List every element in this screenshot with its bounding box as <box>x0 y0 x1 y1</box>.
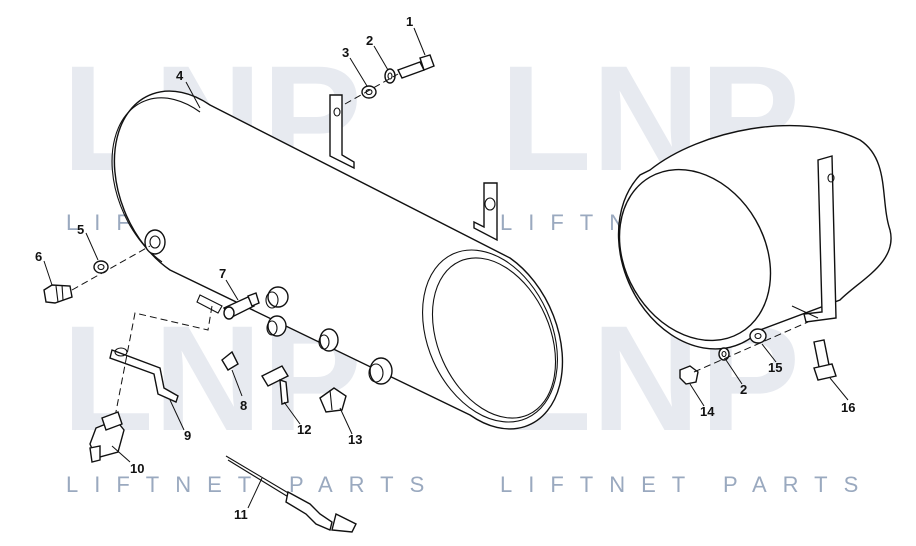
callout-1: 1 <box>406 14 413 29</box>
callout-7: 7 <box>219 266 226 281</box>
callout-8: 8 <box>240 398 247 413</box>
callout-16: 16 <box>841 400 855 415</box>
callout-10: 10 <box>130 461 144 476</box>
washer-part-5 <box>93 260 109 274</box>
valve-part-7 <box>222 292 260 320</box>
flat-washer-part-3 <box>361 85 377 99</box>
fitting-centerline <box>71 245 151 291</box>
callout-2-detail: 2 <box>740 382 747 397</box>
callout-11: 11 <box>234 507 248 522</box>
tank-bracket-rear <box>473 182 498 242</box>
detail-bracket <box>791 155 837 323</box>
bracket-part-9 <box>109 347 179 403</box>
drain-cock-part-12 <box>261 365 289 405</box>
cable-part-11 <box>225 455 357 533</box>
fitting-part-13 <box>319 387 347 413</box>
callout-12: 12 <box>297 422 311 437</box>
callout-3: 3 <box>342 45 349 60</box>
air-tank <box>111 90 564 430</box>
cap-upper <box>265 286 289 309</box>
cap-large <box>368 357 393 385</box>
cap-middle <box>266 315 287 337</box>
callout-15: 15 <box>768 360 782 375</box>
bolt-centerline <box>344 73 399 105</box>
nut-part-14 <box>679 365 699 385</box>
lockwasher-part-2-detail <box>718 347 730 361</box>
callout-13: 13 <box>348 432 362 447</box>
tank-bracket-front <box>329 94 355 170</box>
callout-5: 5 <box>77 222 84 237</box>
callout-6: 6 <box>35 249 42 264</box>
drain-line-centerline <box>113 305 213 423</box>
cap-right <box>318 328 339 352</box>
callout-9: 9 <box>184 428 191 443</box>
washer-part-15 <box>749 328 767 344</box>
bolt-part-16 <box>813 339 837 381</box>
detail-bolt-centerline <box>693 321 809 373</box>
leader-lines <box>43 27 849 509</box>
callout-4: 4 <box>176 68 184 83</box>
plug-part-8 <box>221 350 239 371</box>
watermark-text-bottom-left: LIFTNET PARTS <box>66 472 440 497</box>
callout-2-top: 2 <box>366 33 373 48</box>
callout-14: 14 <box>700 404 715 419</box>
watermark-text-bottom-right: LIFTNET PARTS <box>500 472 874 497</box>
bolt-part-1 <box>397 54 435 79</box>
